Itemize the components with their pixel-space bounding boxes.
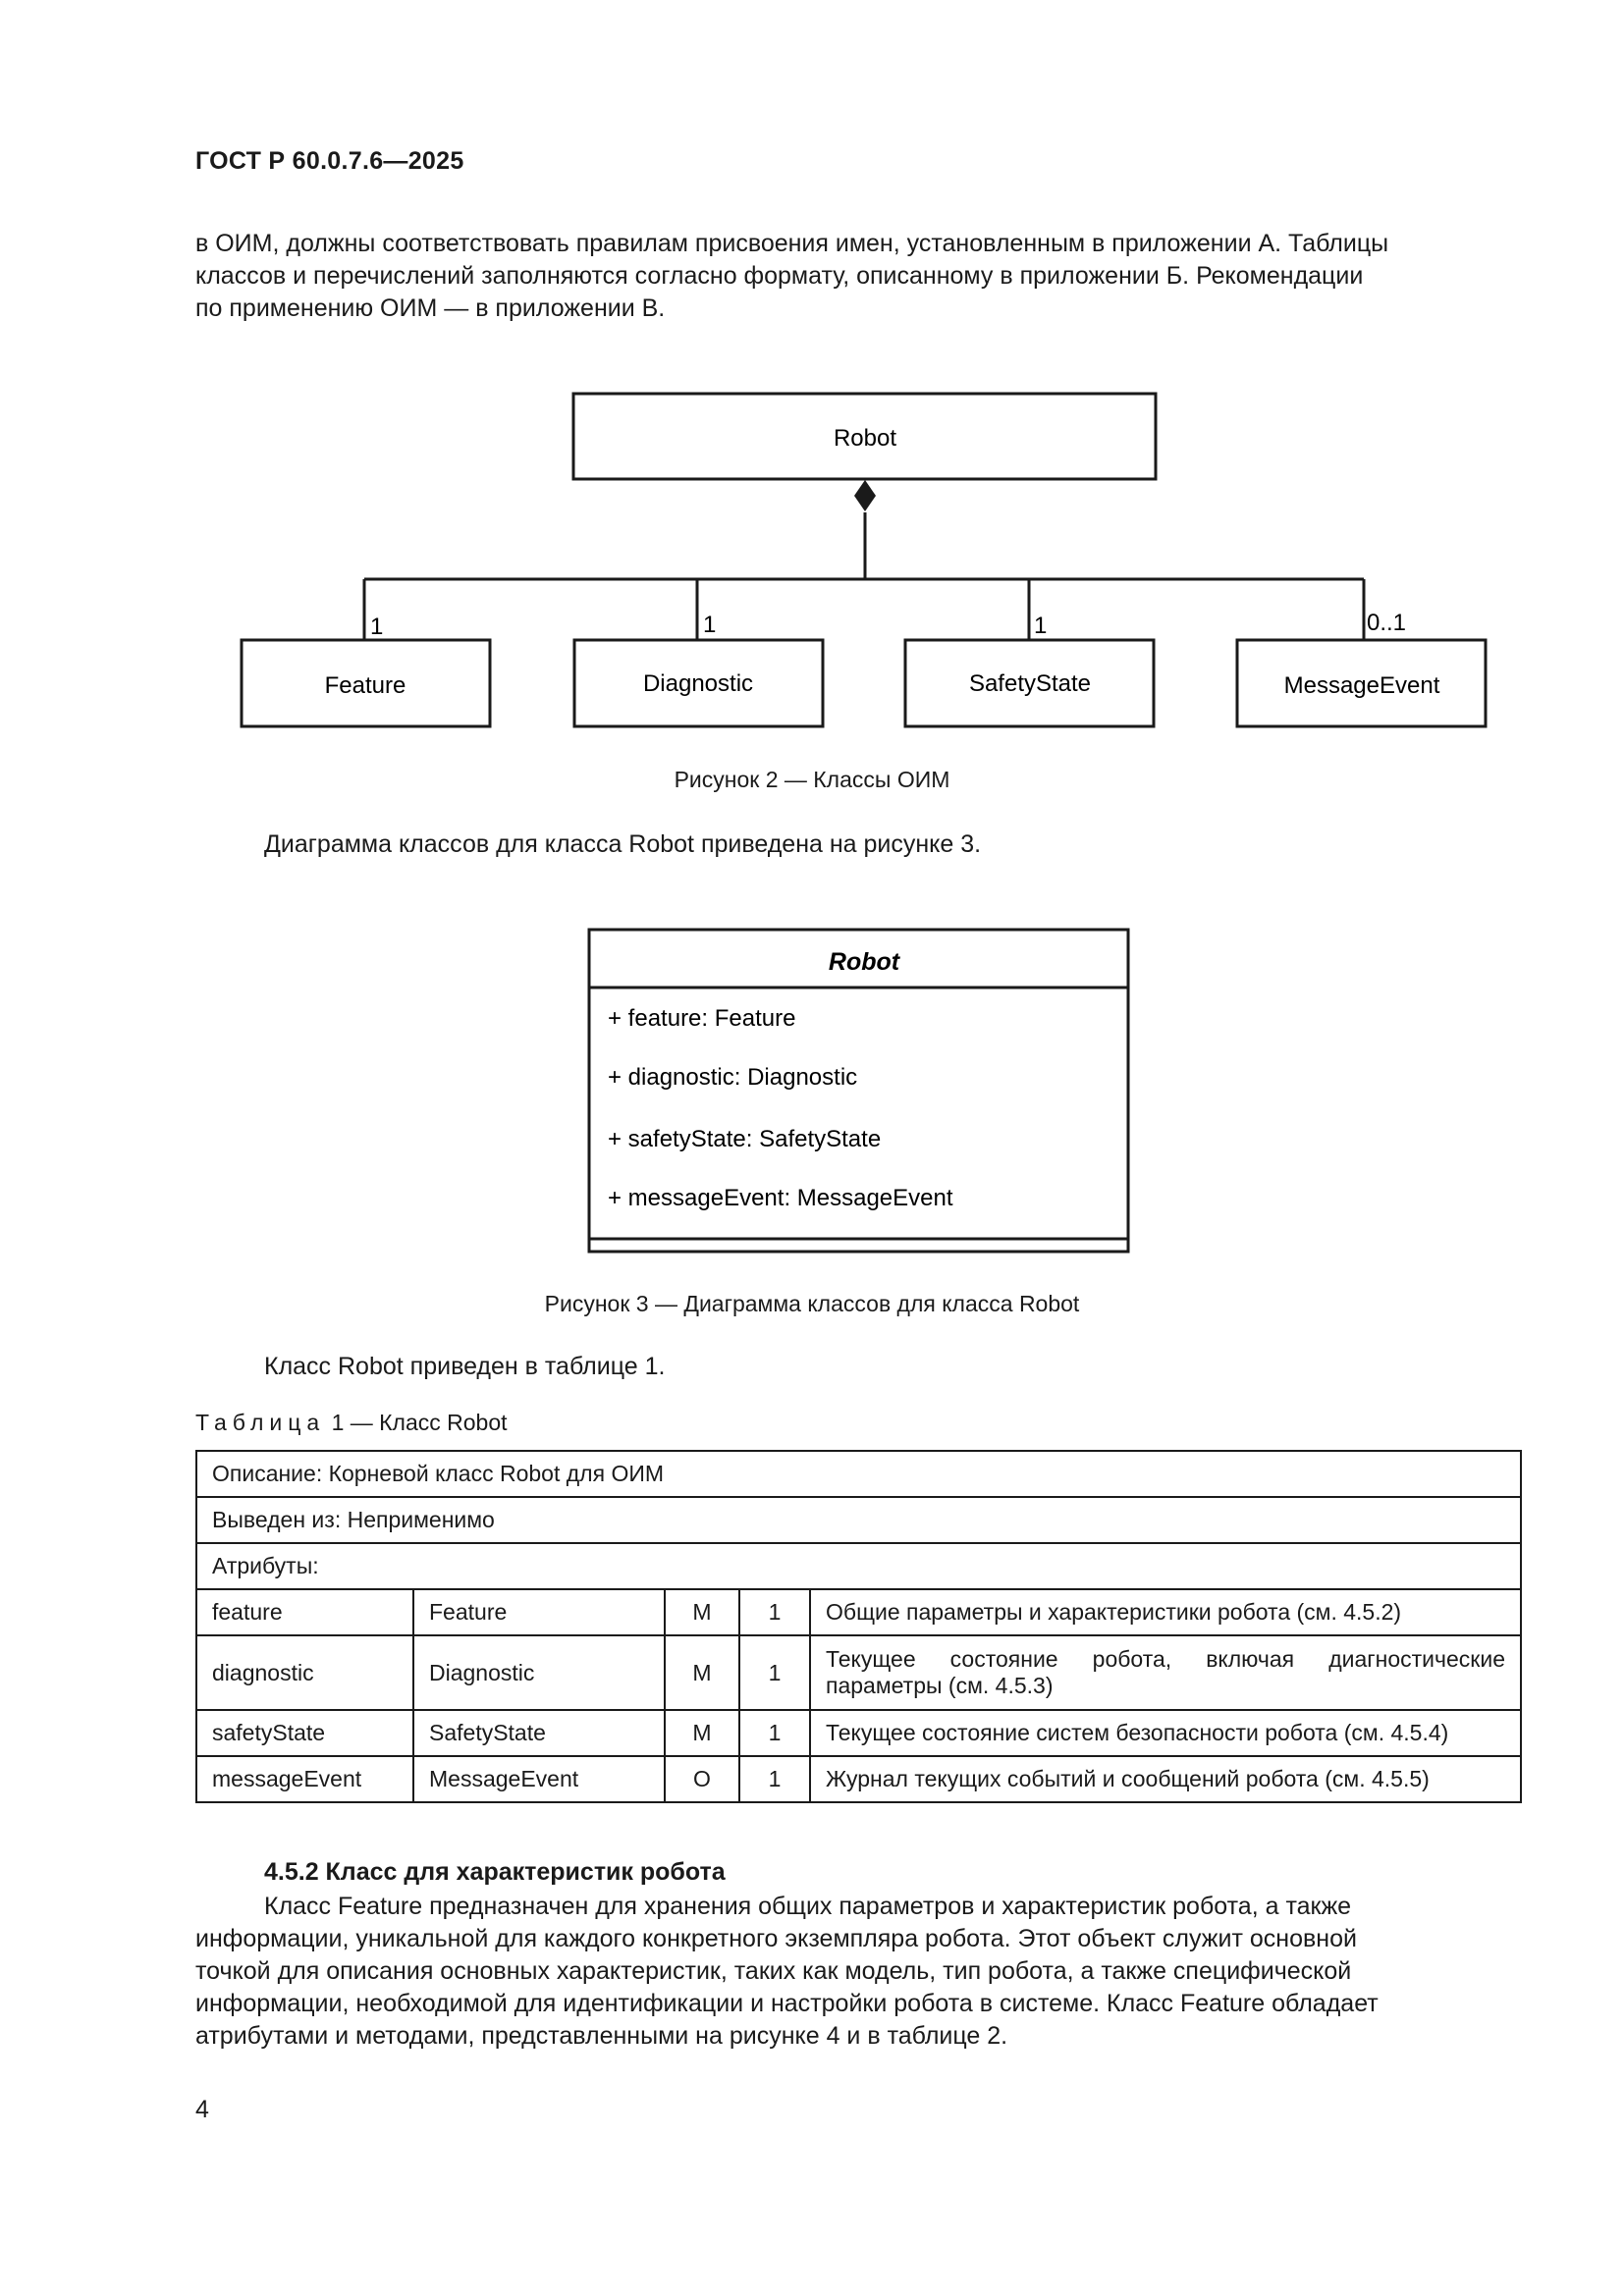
multiplicity-label: 0..1	[1367, 610, 1406, 636]
section-line: атрибутами и методами, представленными н…	[195, 2022, 1008, 2050]
multiplicity-label: 1	[370, 614, 383, 640]
table-row: feature Feature M 1 Общие параметры и ха…	[195, 1588, 1522, 1636]
attribute-description-cell: Текущее состояние робота, включая диагно…	[809, 1634, 1522, 1711]
diagnostic-class-label: Diagnostic	[643, 670, 753, 697]
multiplicity-label: 1	[1034, 613, 1047, 639]
attribute-name-cell: safetyState	[195, 1709, 414, 1757]
attribute-name-cell: diagnostic	[195, 1634, 414, 1711]
figure-3-caption: Рисунок 3 — Диаграмма классов для класса…	[544, 1291, 1080, 1316]
messageevent-class-label: MessageEvent	[1284, 672, 1440, 699]
figure-3-intro: Диаграмма классов для класса Robot приве…	[264, 830, 982, 858]
attribute-description-cell: Журнал текущих событий и сообщений робот…	[809, 1755, 1522, 1803]
section-line: Класс Feature предназначен для хранения …	[264, 1893, 1352, 1920]
attribute-type-cell: MessageEvent	[412, 1755, 666, 1803]
table-caption-word: Таблица	[195, 1410, 326, 1435]
composition-diamond-icon	[854, 480, 876, 511]
attribute-multiplicity-cell: 1	[738, 1634, 811, 1711]
table-row: Выведен из: Неприменимо	[195, 1496, 1522, 1544]
attribute-requirement-cell: O	[664, 1755, 740, 1803]
attribute-type-cell: SafetyState	[412, 1709, 666, 1757]
table-row: diagnostic Diagnostic M 1 Текущее состоя…	[195, 1634, 1522, 1711]
attribute-requirement-cell: M	[664, 1709, 740, 1757]
derived-from-cell: Выведен из: Неприменимо	[195, 1496, 1522, 1544]
section-heading: 4.5.2 Класс для характеристик робота	[264, 1858, 726, 1886]
attribute-type-cell: Feature	[412, 1588, 666, 1636]
attribute-requirement-cell: M	[664, 1634, 740, 1711]
safetystate-class-box	[903, 638, 1156, 728]
section-line: информации, уникальной для каждого конкр…	[195, 1925, 1357, 1952]
page-number: 4	[195, 2096, 209, 2123]
table-1-robot-class: Описание: Корневой класс Robot для ОИМ В…	[195, 1450, 1522, 1803]
attribute-requirement-cell: M	[664, 1588, 740, 1636]
robot-class-box	[587, 928, 1130, 1254]
section-line: информации, необходимой для идентификаци…	[195, 1990, 1379, 2017]
robot-class-label: Robot	[834, 425, 896, 452]
figure-2-caption: Рисунок 2 — Классы ОИМ	[674, 767, 950, 792]
table-intro: Класс Robot приведен в таблице 1.	[264, 1353, 666, 1380]
attribute-description-cell: Текущее состояние систем безопасности ро…	[809, 1709, 1522, 1757]
attribute-multiplicity-cell: 1	[738, 1755, 811, 1803]
table-row: Атрибуты:	[195, 1542, 1522, 1590]
class-name: Robot	[829, 948, 901, 976]
feature-class-box	[240, 638, 492, 728]
multiplicity-label: 1	[703, 612, 716, 638]
table-row: messageEvent MessageEvent O 1 Журнал тек…	[195, 1755, 1522, 1803]
standard-code: ГОСТ Р 60.0.7.6—2025	[195, 147, 464, 175]
table-1-caption: Таблица 1 — Класс Robot	[195, 1410, 508, 1436]
class-attribute: + safetyState: SafetyState	[608, 1126, 881, 1152]
robot-class-box	[571, 392, 1158, 481]
intro-paragraph: в ОИМ, должны соответствовать правилам п…	[195, 228, 1522, 325]
intro-line: классов и перечислений заполняются согла…	[195, 262, 1364, 290]
table-row: Описание: Корневой класс Robot для ОИМ	[195, 1450, 1522, 1498]
class-attribute: + feature: Feature	[608, 1005, 795, 1032]
safetystate-class-label: SafetyState	[969, 670, 1091, 697]
attribute-description-cell: Общие параметры и характеристики робота …	[809, 1588, 1522, 1636]
attribute-type-cell: Diagnostic	[412, 1634, 666, 1711]
figure-2-class-diagram: Robot Feature Diagnostic SafetyState Mes…	[240, 392, 1488, 728]
description-cell: Описание: Корневой класс Robot для ОИМ	[195, 1450, 1522, 1498]
messageevent-class-box	[1235, 638, 1488, 728]
section-line: точкой для описания основных характерист…	[195, 1957, 1352, 1985]
intro-line: по применению ОИМ — в приложении В.	[195, 294, 666, 322]
attribute-name-cell: messageEvent	[195, 1755, 414, 1803]
attribute-multiplicity-cell: 1	[738, 1709, 811, 1757]
diagnostic-class-box	[572, 638, 825, 728]
attributes-label-cell: Атрибуты:	[195, 1542, 1522, 1590]
table-row: safetyState SafetyState M 1 Текущее сост…	[195, 1709, 1522, 1757]
table-caption-text: 1 — Класс Robot	[331, 1410, 508, 1435]
intro-line: в ОИМ, должны соответствовать правилам п…	[195, 230, 1389, 257]
figure-3-class-diagram: Robot + feature: Feature + diagnostic: D…	[587, 928, 1130, 1254]
section-paragraph: Класс Feature предназначен для хранения …	[195, 1891, 1522, 2053]
class-attribute: + diagnostic: Diagnostic	[608, 1064, 857, 1091]
class-attribute: + messageEvent: MessageEvent	[608, 1185, 953, 1211]
attribute-multiplicity-cell: 1	[738, 1588, 811, 1636]
feature-class-label: Feature	[325, 672, 406, 699]
attribute-name-cell: feature	[195, 1588, 414, 1636]
